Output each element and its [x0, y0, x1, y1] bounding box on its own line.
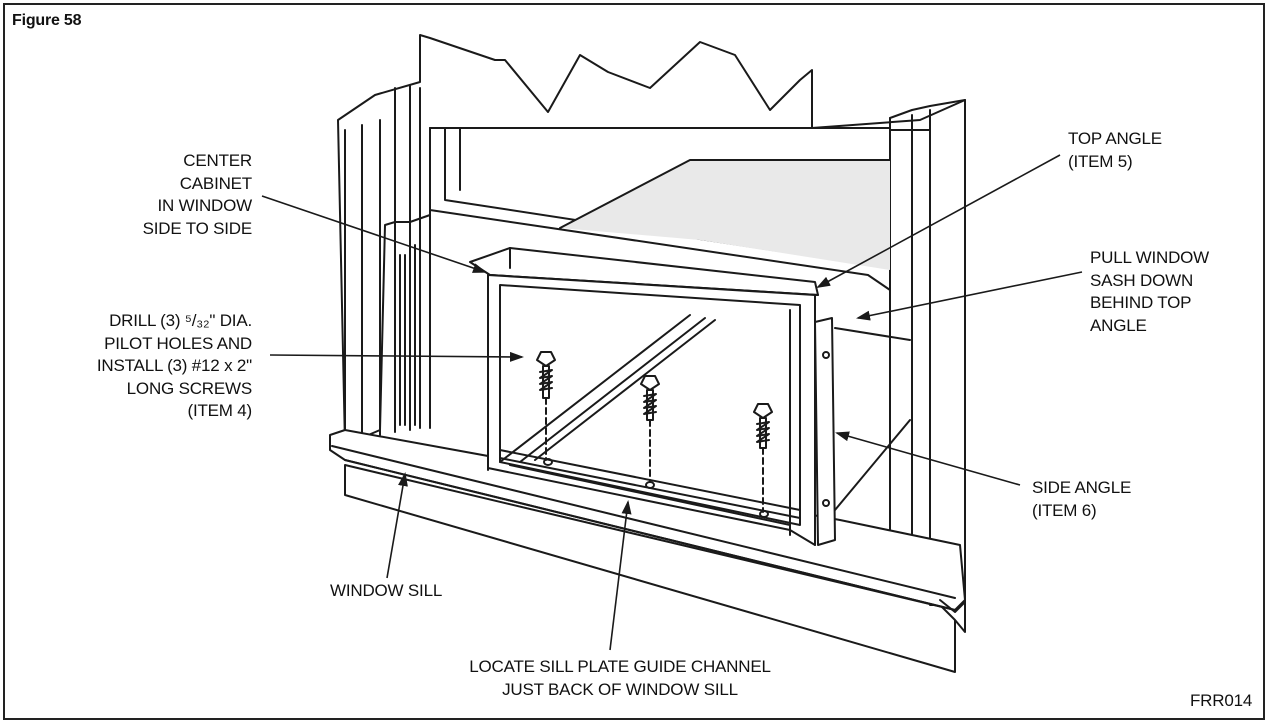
- figure-title: Figure 58: [12, 12, 82, 29]
- leader-window-sill: [386, 472, 408, 579]
- callout-drill-line-1: DRILL (3) ⁵/₃₂" DIA.: [109, 311, 252, 330]
- callout-pull-window-line-4: ANGLE: [1090, 315, 1147, 335]
- callout-pull-window-line-2: SASH DOWN: [1090, 270, 1194, 290]
- leader-locate-channel: [609, 500, 632, 651]
- callout-locate-channel-line-1: LOCATE SILL PLATE GUIDE CHANNEL: [469, 657, 771, 676]
- screw-2: [640, 375, 660, 489]
- callout-center-cabinet-line-2: CABINET: [179, 173, 252, 193]
- callout-side-angle-line-1: SIDE ANGLE: [1032, 478, 1132, 497]
- leader-top-angle: [816, 154, 1061, 288]
- leader-pull-window: [856, 271, 1083, 321]
- leader-center-cabinet: [261, 195, 487, 273]
- callout-pull-window-line-1: PULL WINDOW: [1090, 248, 1210, 267]
- callout-locate-channel-line-2: JUST BACK OF WINDOW SILL: [502, 679, 738, 699]
- callout-drill-line-5: (ITEM 4): [187, 401, 252, 420]
- callout-locate-channel: LOCATE SILL PLATE GUIDE CHANNEL JUST BAC…: [440, 656, 800, 701]
- callout-center-cabinet-line-4: SIDE TO SIDE: [142, 218, 253, 238]
- callout-drill-line-3: INSTALL (3) #12 x 2": [96, 356, 252, 375]
- window-frame: [337, 34, 966, 633]
- leader-drill: [269, 351, 524, 362]
- callout-pull-window: PULL WINDOW SASH DOWN BEHIND TOP ANGLE: [1090, 247, 1209, 337]
- callout-drill-line-2: PILOT HOLES AND: [104, 333, 252, 353]
- callout-drill-line-4: LONG SCREWS: [126, 378, 253, 398]
- callout-top-angle-line-1: TOP ANGLE: [1068, 129, 1162, 148]
- callout-center-cabinet-line-3: IN WINDOW: [157, 196, 252, 215]
- callout-pull-window-line-3: BEHIND TOP: [1090, 293, 1192, 312]
- callout-center-cabinet-line-1: CENTER: [183, 151, 252, 170]
- screw-3: [753, 403, 773, 518]
- callout-top-angle-line-2: (ITEM 5): [1068, 151, 1133, 171]
- callout-window-sill: WINDOW SILL: [330, 580, 442, 603]
- screw-1: [536, 351, 556, 466]
- wall-panel: [344, 464, 956, 673]
- callout-side-angle: SIDE ANGLE (ITEM 6): [1032, 477, 1131, 522]
- callout-top-angle: TOP ANGLE (ITEM 5): [1068, 128, 1162, 173]
- callout-side-angle-line-2: (ITEM 6): [1032, 500, 1097, 520]
- figure-code: FRR014: [1190, 691, 1253, 710]
- figure-frame: [3, 3, 1265, 720]
- side-angle: [814, 317, 836, 546]
- callout-center-cabinet: CENTER CABINET IN WINDOW SIDE TO SIDE: [120, 150, 253, 240]
- callout-drill: DRILL (3) ⁵/₃₂" DIA. PILOT HOLES AND INS…: [60, 310, 252, 423]
- leader-side-angle: [835, 431, 1021, 486]
- callout-window-sill-line-1: WINDOW SILL: [330, 581, 443, 600]
